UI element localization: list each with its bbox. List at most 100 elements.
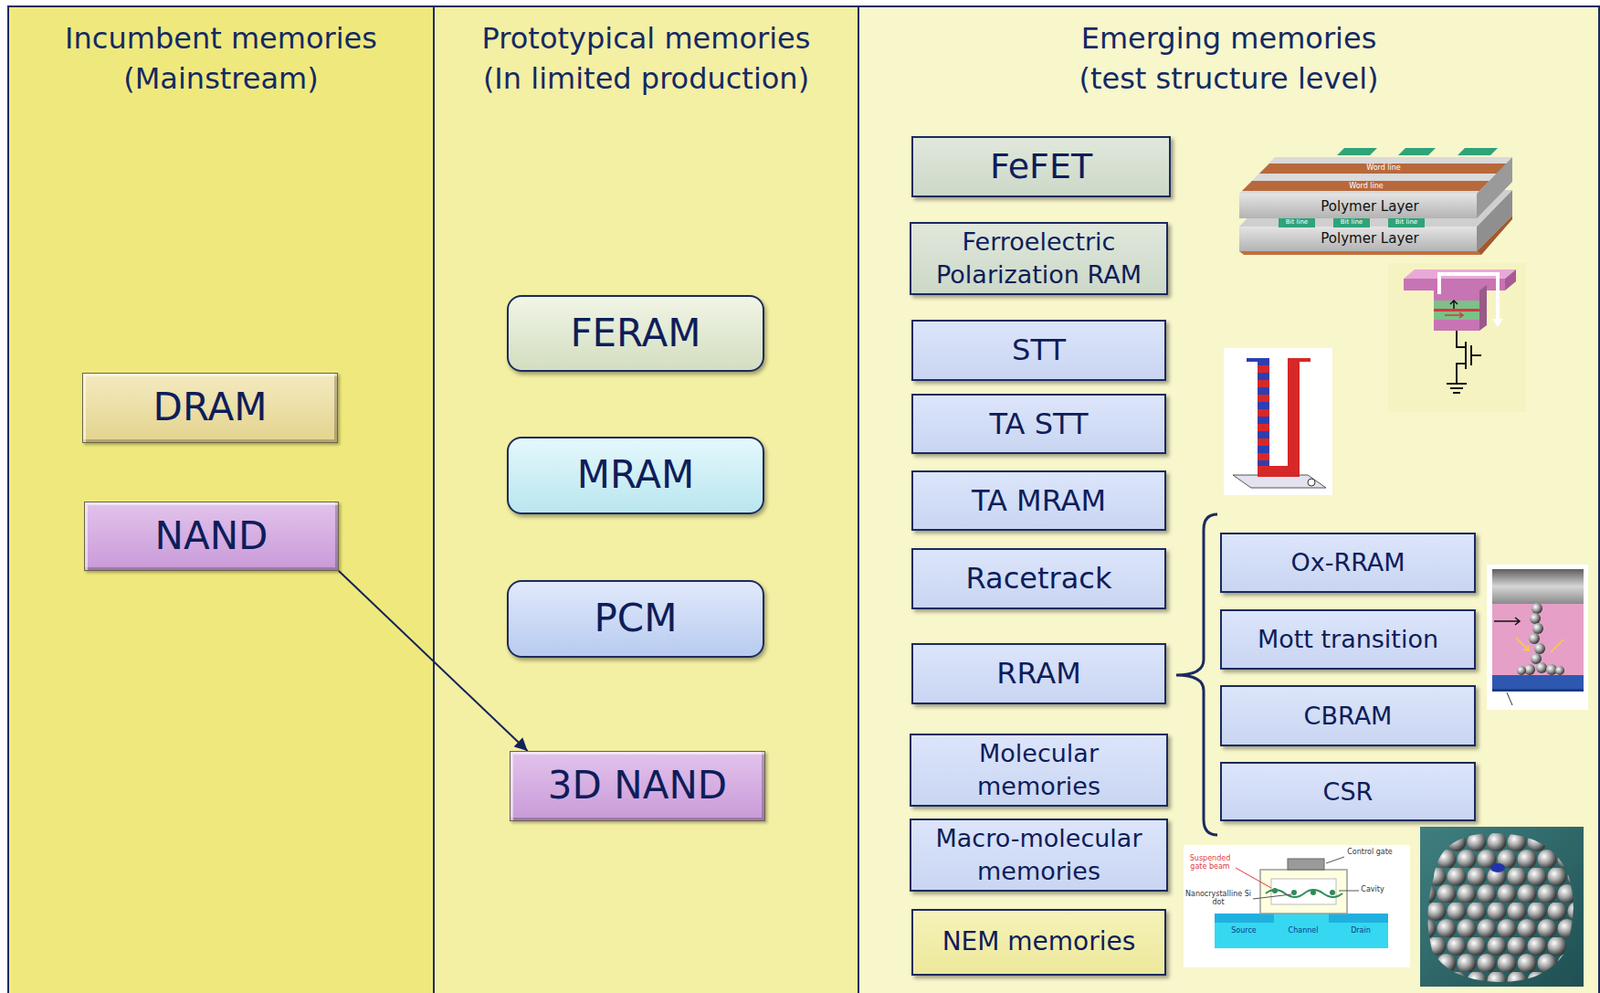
box-label: MRAM [577, 452, 695, 497]
mtj-cell-illustration [1450, 300, 1458, 309]
panel-heading: Emerging memories (test structure level) [1048, 18, 1410, 99]
crosspoint-array-illustration [1388, 218, 1425, 228]
memory-box: TA MRAM [911, 470, 1167, 531]
crosspoint-array-illustration [1278, 218, 1316, 228]
crosspoint-array-illustration [1259, 163, 1507, 174]
filament-illustration [1516, 665, 1527, 675]
filament-illustration [1536, 662, 1548, 674]
filament-illustration [1492, 688, 1584, 692]
nem-device-illustration [1271, 878, 1337, 905]
memory-box: Ox-RRAM [1220, 532, 1476, 593]
molecule-illustration [1427, 832, 1573, 982]
mtj-cell-illustration [1479, 284, 1487, 331]
memory-box: MRAM [506, 436, 765, 515]
bracket [1176, 514, 1218, 835]
box-label: CBRAM [1304, 701, 1393, 730]
nem-device-illustration [1265, 889, 1343, 897]
mtj-cell-illustration [1433, 300, 1480, 309]
box-label: Ferroelectric Polarization RAM [918, 225, 1159, 292]
illustration-label: Suspended gate beam [1186, 854, 1234, 872]
crosspoint-array-illustration [1476, 189, 1513, 252]
illustration-label: Control gate [1347, 848, 1393, 857]
mtj-cell-illustration [1444, 312, 1464, 318]
nem-device-illustration [1214, 913, 1274, 923]
memory-box: TA STT [911, 393, 1167, 454]
filament-illustration [1492, 568, 1584, 604]
crosspoint-array-illustration [1333, 218, 1370, 228]
racetrack-illustration [1257, 465, 1300, 477]
racetrack-illustration [1287, 357, 1300, 475]
molecule-illustration [1420, 826, 1584, 987]
filament-illustration [1531, 602, 1543, 614]
racetrack-illustration [1246, 357, 1258, 362]
memory-box: DRAM [82, 372, 338, 443]
mtj-cell-illustration [1388, 263, 1527, 412]
box-label: STT [1011, 333, 1066, 368]
filament-illustration [1555, 665, 1565, 675]
racetrack-illustration [1307, 478, 1316, 486]
memory-box: Mott transition [1220, 609, 1476, 670]
illustration-label: Drain [1350, 926, 1371, 936]
illustration-label: Source [1231, 926, 1256, 936]
racetrack-illustration [1257, 357, 1270, 470]
memory-box: FERAM [506, 294, 765, 372]
illustration-label: Word line [1366, 164, 1401, 173]
crosspoint-array-illustration [1476, 215, 1513, 255]
memory-box: PCM [506, 579, 765, 658]
box-label: FERAM [569, 311, 701, 356]
box-label: TA MRAM [971, 484, 1106, 518]
memory-box: FeFET [911, 136, 1171, 198]
box-label: DRAM [153, 385, 268, 430]
box-label: 3D NAND [547, 763, 727, 808]
illustration-label: Bit line [1340, 219, 1363, 227]
racetrack-illustration [1232, 474, 1327, 488]
box-label: FeFET [989, 147, 1093, 188]
bracket [1176, 514, 1218, 835]
memory-box: RRAM [911, 642, 1167, 705]
crosspoint-array-illustration [1457, 147, 1498, 156]
crosspoint-array-illustration [1476, 157, 1513, 219]
nem-device-illustration [1260, 869, 1348, 914]
box-label: NAND [155, 514, 269, 558]
filament-illustration [1528, 632, 1540, 644]
box-label: Ox-RRAM [1290, 547, 1405, 577]
nem-device-illustration [1329, 889, 1336, 895]
memory-box: NAND [84, 501, 339, 571]
panel-heading: Incumbent memories (Mainstream) [41, 18, 402, 99]
racetrack-illustration [1223, 347, 1333, 495]
box-label: Molecular memories [918, 736, 1159, 803]
box-label: PCM [594, 596, 678, 641]
filament-illustration [1546, 663, 1558, 675]
filament-illustration [1530, 652, 1542, 664]
illustration-label: Cavity [1360, 885, 1384, 895]
filament-illustration [1494, 617, 1520, 625]
box-label: Macro-molecular memories [918, 821, 1159, 888]
box-label: Racetrack [966, 561, 1113, 596]
illustration-label: Word line [1348, 182, 1384, 191]
nem-device-illustration [1287, 858, 1325, 870]
filament-illustration [1524, 663, 1536, 675]
panel-heading: Prototypical memories (In limited produc… [465, 18, 827, 99]
memory-box: CBRAM [1220, 684, 1476, 747]
memory-box: NEM memories [911, 908, 1167, 976]
nem-device-illustration [1338, 890, 1359, 892]
mtj-cell-illustration [1433, 319, 1480, 331]
memory-box: STT [911, 319, 1167, 381]
mtj-cell-illustration [1433, 308, 1480, 312]
mtj-cell-illustration [1433, 290, 1480, 301]
filament-illustration [1534, 642, 1546, 654]
evolution-arrow [338, 570, 528, 751]
box-label: NEM memories [942, 926, 1137, 957]
illustration-label: Channel [1288, 926, 1319, 936]
crosspoint-array-illustration [1239, 157, 1513, 194]
molecule-illustration [1490, 863, 1506, 873]
category-panel: Emerging memories (test structure level)… [857, 5, 1600, 993]
illustration-label: Bit line [1395, 219, 1418, 227]
nem-device-illustration [1291, 889, 1297, 895]
mtj-cell-illustration [1439, 273, 1498, 320]
illustration-label: Bit line [1285, 219, 1308, 227]
category-panel: Prototypical memories (In limited produc… [432, 5, 858, 993]
nem-device-illustration [1328, 913, 1389, 923]
